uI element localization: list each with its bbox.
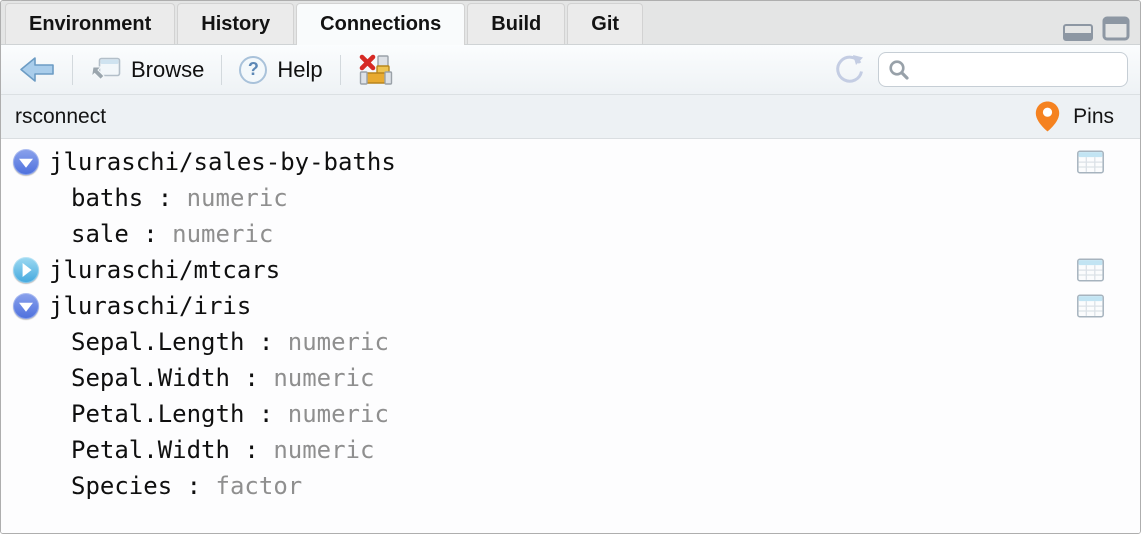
table-grid-icon[interactable]: [1077, 294, 1104, 318]
tree-field-Species: Species : factor: [1, 468, 1140, 504]
field-type: factor: [215, 472, 303, 500]
toolbar: Browse ? Help: [1, 45, 1140, 95]
field-name: Sepal.Length: [71, 328, 245, 356]
tree-field-sale: sale : numeric: [1, 216, 1140, 252]
tab-environment[interactable]: Environment: [5, 3, 176, 44]
tab-bar: Environment History Connections Build Gi…: [1, 1, 1140, 45]
toolbar-separator: [339, 54, 341, 85]
window-controls: [1063, 7, 1130, 41]
tree-item-iris[interactable]: jluraschi/iris: [1, 288, 1140, 324]
objects-tree: jluraschi/sales-by-baths baths : numeric…: [1, 139, 1140, 533]
tree-field-baths: baths : numeric: [1, 180, 1140, 216]
field-name: Species: [71, 472, 173, 500]
field-name: baths: [71, 184, 144, 212]
toolbar-separator: [72, 54, 73, 85]
question-icon: ?: [239, 55, 268, 84]
pins-toggle[interactable]: Pins: [1035, 101, 1126, 132]
help-button-label: Help: [277, 56, 323, 82]
field-separator: :: [128, 220, 173, 248]
field-type: numeric: [273, 364, 375, 392]
field-type: numeric: [172, 220, 274, 248]
expander-icon[interactable]: [13, 149, 39, 175]
table-grid-icon[interactable]: [1077, 150, 1104, 174]
tab-label: History: [201, 12, 271, 35]
field-type: numeric: [287, 328, 389, 356]
connection-bar: rsconnect Pins: [1, 95, 1140, 139]
field-separator: :: [143, 184, 187, 212]
tab-label: Git: [591, 12, 620, 35]
field-type: numeric: [287, 400, 389, 428]
connection-name: rsconnect: [15, 104, 107, 128]
browse-button[interactable]: Browse: [84, 54, 210, 85]
tree-item-name: jluraschi/sales-by-baths: [49, 148, 396, 176]
field-name: Petal.Width: [71, 436, 230, 464]
tab-label: Build: [491, 12, 542, 35]
tree-field-Sepal.Width: Sepal.Width : numeric: [1, 360, 1140, 396]
field-separator: :: [244, 328, 288, 356]
tab-connections[interactable]: Connections: [296, 3, 466, 45]
expander-icon[interactable]: [13, 257, 39, 283]
refresh-button[interactable]: [831, 53, 868, 86]
field-separator: :: [229, 436, 274, 464]
refresh-icon: [833, 53, 866, 86]
browse-button-label: Browse: [131, 56, 205, 82]
disconnect-button[interactable]: [352, 52, 400, 88]
field-name: sale: [71, 220, 129, 248]
search-icon: [888, 59, 910, 81]
expander-icon[interactable]: [13, 293, 39, 319]
field-separator: :: [244, 400, 288, 428]
tab-git[interactable]: Git: [567, 3, 644, 44]
tree-item-name: jluraschi/mtcars: [49, 256, 281, 284]
tab-build[interactable]: Build: [467, 3, 566, 44]
map-pin-icon: [1035, 101, 1060, 132]
field-name: Sepal.Width: [71, 364, 230, 392]
field-separator: :: [172, 472, 216, 500]
tree-field-Sepal.Length: Sepal.Length : numeric: [1, 324, 1140, 360]
tab-history[interactable]: History: [177, 3, 295, 44]
minimize-pane-icon[interactable]: [1063, 24, 1093, 41]
search-input[interactable]: [917, 58, 1118, 81]
help-button[interactable]: ? Help: [233, 54, 328, 86]
tree-item-mtcars[interactable]: jluraschi/mtcars: [1, 252, 1140, 288]
disconnect-pipe-icon: [358, 54, 394, 86]
table-grid-icon[interactable]: [1077, 258, 1104, 282]
field-name: Petal.Length: [71, 400, 245, 428]
toolbar-separator: [221, 54, 223, 85]
maximize-pane-icon[interactable]: [1102, 16, 1130, 41]
tree-item-sales-by-baths[interactable]: jluraschi/sales-by-baths: [1, 144, 1140, 180]
field-type: numeric: [273, 436, 375, 464]
tree-field-Petal.Width: Petal.Width : numeric: [1, 432, 1140, 468]
tree-item-name: jluraschi/iris: [49, 292, 252, 320]
back-arrow-icon: [19, 56, 55, 83]
tab-label: Connections: [320, 13, 442, 35]
tree-field-Petal.Length: Petal.Length : numeric: [1, 396, 1140, 432]
search-box: [878, 52, 1128, 87]
field-type: numeric: [186, 184, 288, 212]
open-window-icon: [90, 56, 121, 83]
field-separator: :: [229, 364, 274, 392]
tab-label: Environment: [29, 12, 152, 35]
back-button[interactable]: [13, 54, 61, 85]
pins-label: Pins: [1073, 104, 1114, 128]
